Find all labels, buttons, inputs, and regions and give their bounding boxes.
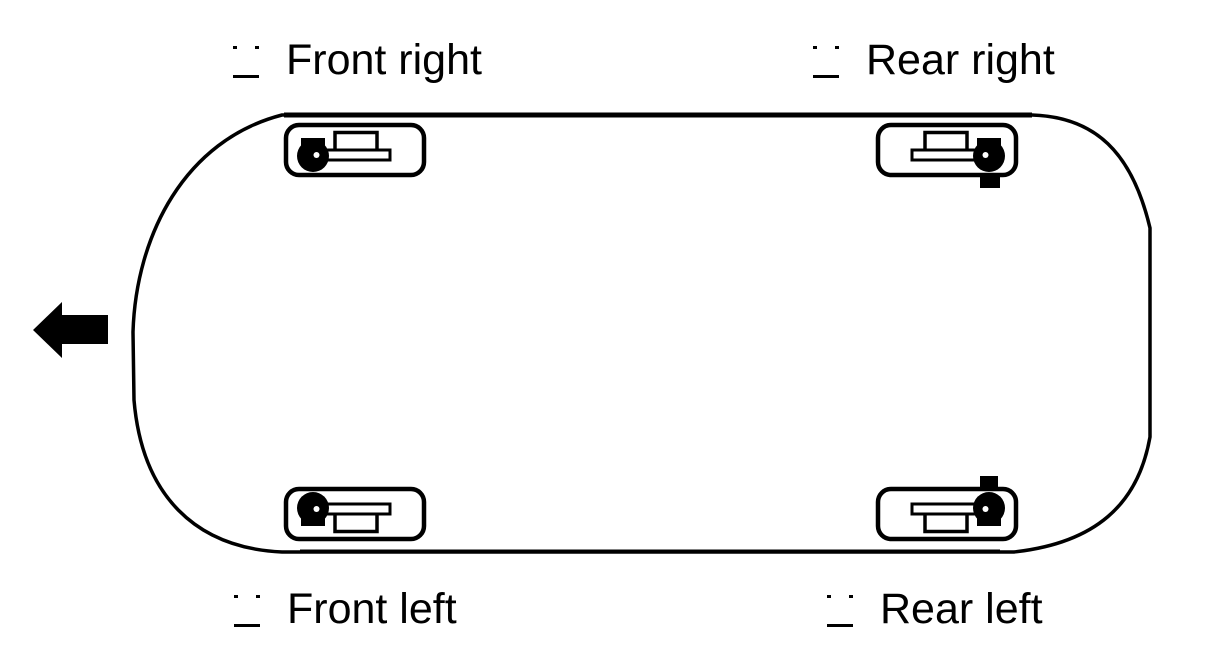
- front-right-checkbox-icon[interactable]: [233, 46, 259, 78]
- rear-right-checkbox-icon[interactable]: [813, 46, 839, 78]
- rear-left-checkbox-icon[interactable]: [827, 595, 853, 627]
- rear-right-label: Rear right: [866, 36, 1055, 84]
- front-left-label: Front left: [287, 585, 457, 633]
- wheel-option-front-left: Front left: [234, 585, 457, 633]
- front-left-checkbox-icon[interactable]: [234, 595, 260, 627]
- left-arrow-icon: [33, 302, 108, 358]
- wheel-option-front-right: Front right: [233, 36, 482, 84]
- wheel-sensor-front-right-icon: [286, 125, 424, 175]
- wheel-sensor-rear-right-icon: [878, 125, 1016, 188]
- rear-left-label: Rear left: [880, 585, 1043, 633]
- wheel-sensor-rear-left-icon: [878, 476, 1016, 539]
- front-right-label: Front right: [286, 36, 482, 84]
- wheel-option-rear-right: Rear right: [813, 36, 1055, 84]
- wheel-sensor-front-left-icon: [286, 489, 424, 539]
- wheel-option-rear-left: Rear left: [827, 585, 1043, 633]
- car-body-outline: [131, 113, 1152, 554]
